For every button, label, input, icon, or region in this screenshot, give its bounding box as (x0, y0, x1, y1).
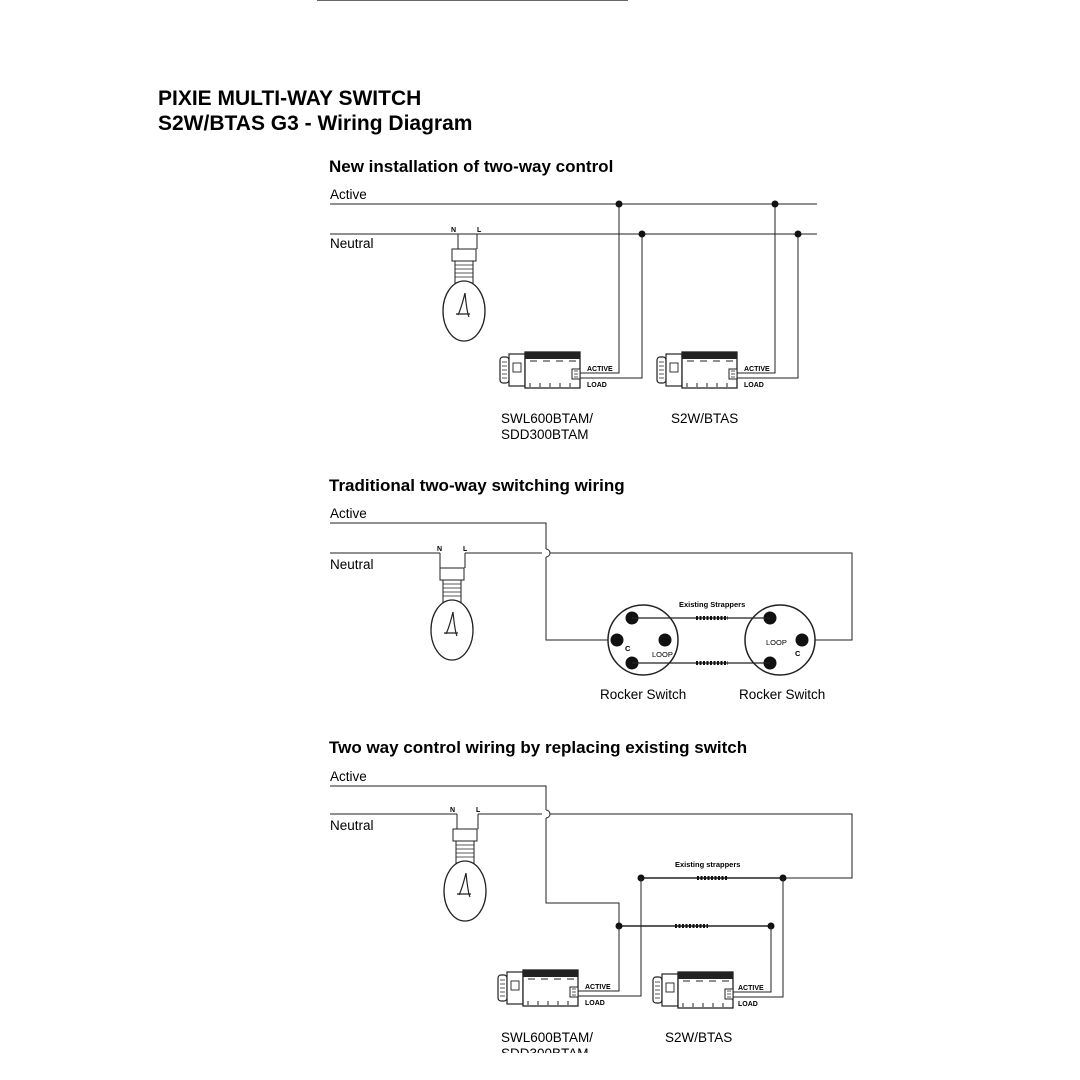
rocker-switch-2: LOOP C (744, 604, 816, 676)
device1-load-terminal: LOAD (585, 1000, 605, 1007)
device1-label-line2: SDD300BTAM (501, 427, 589, 442)
junction-dot (771, 200, 779, 208)
device2-load-terminal: LOAD (744, 382, 764, 389)
neutral-label: Neutral (330, 557, 374, 572)
page-title-line1: PIXIE MULTI-WAY SWITCH (158, 87, 421, 110)
lamp-n-label: N (450, 807, 455, 814)
lamp-l-label: L (476, 807, 481, 814)
lamp-icon (443, 828, 487, 922)
section-new-installation: New installation of two-way control Acti… (329, 157, 817, 442)
page-title-line2: S2W/BTAS G3 - Wiring Diagram (158, 112, 472, 135)
lamp-n-label: N (437, 546, 442, 553)
strappers-label: Existing Strappers (679, 600, 745, 609)
switch-module-1 (499, 351, 581, 389)
lamp-n-label: N (451, 227, 456, 234)
switch-module-1 (497, 969, 579, 1007)
neutral-label: Neutral (330, 236, 374, 251)
lamp-icon (430, 567, 474, 661)
neutral-label: Neutral (330, 818, 374, 833)
lamp-icon (442, 248, 486, 342)
switch-module-2 (652, 971, 734, 1009)
device1-label-line1: SWL600BTAM/ (501, 1030, 593, 1045)
junction-dot (794, 230, 802, 238)
switch-module-2 (656, 351, 738, 389)
active-label: Active (330, 769, 367, 784)
strappers-label: Existing strappers (675, 860, 740, 869)
active-label: Active (330, 187, 367, 202)
device1-active-terminal: ACTIVE (585, 984, 611, 991)
device1-load-terminal: LOAD (587, 382, 607, 389)
lamp-l-label: L (477, 227, 482, 234)
junction-dot (615, 200, 623, 208)
device1-active-terminal: ACTIVE (587, 366, 613, 373)
rocker1-loop-label: LOOP (652, 650, 673, 659)
active-label: Active (330, 506, 367, 521)
device2-active-terminal: ACTIVE (738, 985, 764, 992)
bottom-crop (0, 1053, 1080, 1080)
section-traditional: Traditional two-way switching wiring Act… (329, 476, 853, 702)
section-replacing-switch: Two way control wiring by replacing exis… (329, 738, 853, 1061)
device2-label: S2W/BTAS (665, 1030, 732, 1045)
junction-dot (638, 230, 646, 238)
device2-active-terminal: ACTIVE (744, 366, 770, 373)
rocker-switch-1: C LOOP (607, 604, 679, 676)
rocker1-c-label: C (625, 644, 631, 653)
device2-load-terminal: LOAD (738, 1001, 758, 1008)
rocker1-label: Rocker Switch (600, 687, 686, 702)
lamp-l-label: L (463, 546, 468, 553)
rocker2-label: Rocker Switch (739, 687, 825, 702)
rocker2-loop-label: LOOP (766, 638, 787, 647)
device2-label: S2W/BTAS (671, 411, 738, 426)
rocker2-c-label: C (795, 649, 801, 658)
section3-heading: Two way control wiring by replacing exis… (329, 738, 747, 757)
section1-heading: New installation of two-way control (329, 157, 613, 176)
device1-label-line1: SWL600BTAM/ (501, 411, 593, 426)
section2-heading: Traditional two-way switching wiring (329, 476, 625, 495)
